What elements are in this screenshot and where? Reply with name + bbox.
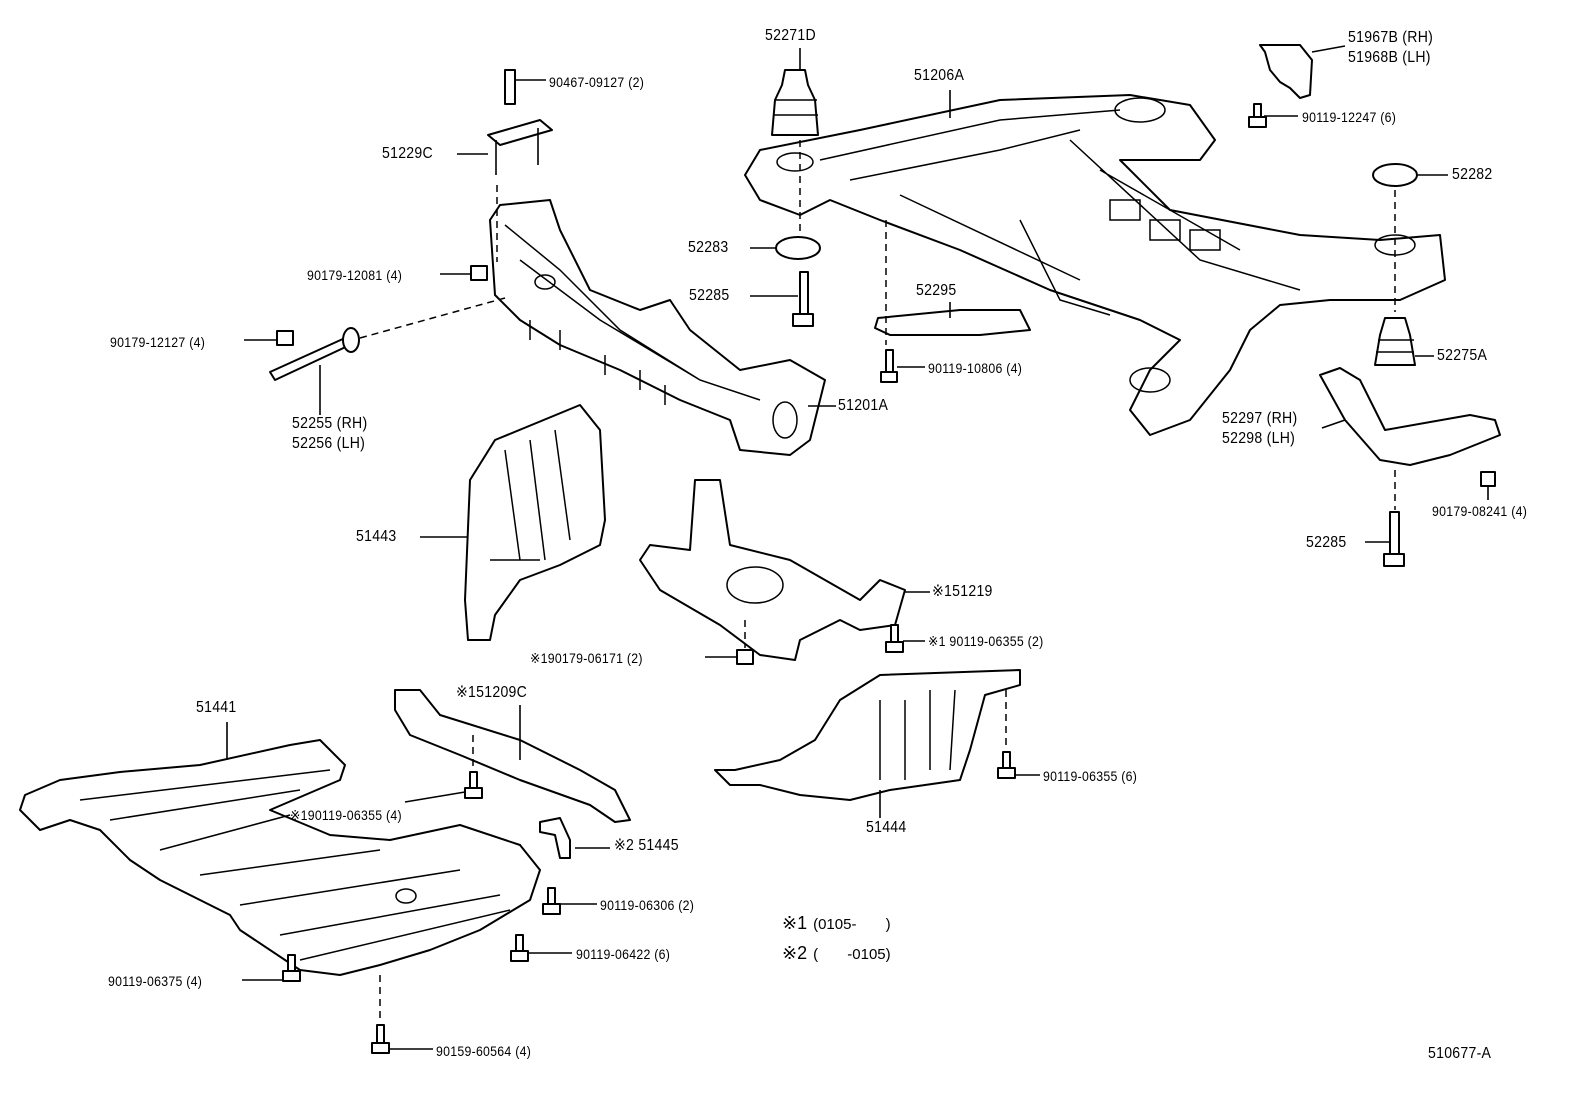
note-mark: ※1: [782, 913, 808, 933]
label-90467-09127: 90467-09127 (2): [549, 74, 645, 90]
diagram-code: 510677-A: [1428, 1045, 1492, 1062]
label-90119-06355-4: ※190119-06355 (4): [290, 807, 402, 823]
label-52295: 52295: [916, 282, 957, 299]
label-51445: ※2 51445: [614, 837, 679, 854]
label-51444: 51444: [866, 819, 907, 836]
label-52255: 52255 (RH): [292, 415, 368, 432]
crossmember-51206a: [744, 94, 1446, 436]
leader-lines: [226, 45, 1489, 1050]
label-52271d: 52271D: [765, 27, 816, 44]
label-90119-12247: 90119-12247 (6): [1302, 109, 1397, 125]
bracket-51229c: [487, 119, 553, 146]
label-52275a: 52275A: [1437, 347, 1488, 364]
note-range: ( -0105): [813, 946, 891, 963]
brace-52295: [874, 309, 1031, 336]
bar-51209c: [394, 689, 631, 823]
bushing-52271d: [771, 69, 819, 136]
stopper-52282: [1372, 163, 1418, 187]
label-90119-10806: 90119-10806 (4): [928, 360, 1023, 376]
label-51443: 51443: [356, 528, 397, 545]
note-1: ※1 (0105- ): [782, 912, 891, 934]
shield-51444-ribs: [879, 689, 956, 780]
label-51206a: 51206A: [914, 67, 965, 84]
shield-51443-ribs: [490, 429, 571, 561]
cover-51441-hole: [395, 888, 417, 904]
label-90119-06422: 90119-06422 (6): [576, 946, 671, 962]
label-51441: 51441: [196, 699, 237, 716]
label-90159-60564: 90159-60564 (4): [436, 1043, 532, 1059]
cover-51441-ribs: [79, 769, 511, 961]
label-90179-08241: 90179-08241 (4): [1432, 503, 1528, 519]
label-90179-12081: 90179-12081 (4): [307, 267, 403, 283]
brace-51219: [639, 479, 906, 661]
label-90119-06355-6: 90119-06355 (6): [1043, 768, 1138, 784]
label-52298: 52298 (LH): [1222, 430, 1296, 447]
bolts: [269, 69, 1496, 1054]
shield-51443: [464, 404, 606, 641]
brace-51219-hole: [726, 566, 784, 604]
bracket-51967b: [1259, 44, 1313, 99]
shield-51444: [714, 669, 1021, 801]
label-51229c: 51229C: [382, 145, 433, 162]
label-51219: ※151219: [932, 583, 993, 600]
arm-52297: [1319, 367, 1501, 466]
label-52285-rear: 52285: [1306, 534, 1347, 551]
label-51967b: 51967B (RH): [1348, 29, 1434, 46]
stopper-52283: [775, 236, 821, 260]
label-52285-front: 52285: [689, 287, 730, 304]
label-51201a: 51201A: [838, 397, 889, 414]
label-90179-12127: 90179-12127 (4): [110, 334, 206, 350]
note-mark: ※2: [782, 943, 808, 963]
bracket-51445: [539, 817, 571, 859]
label-90119-06355-2: ※1 90119-06355 (2): [928, 633, 1044, 649]
label-90119-06306: 90119-06306 (2): [600, 897, 695, 913]
label-51968b: 51968B (LH): [1348, 49, 1431, 66]
label-90119-06375: 90119-06375 (4): [108, 973, 203, 989]
dashed-guides: [359, 140, 1396, 1023]
note-2: ※2 ( -0105): [782, 942, 891, 964]
label-90179-06171: ※190179-06171 (2): [530, 650, 643, 666]
note-range: (0105- ): [813, 916, 891, 933]
crossmember-51201a: [489, 199, 826, 456]
label-52283: 52283: [688, 239, 729, 256]
label-52256: 52256 (LH): [292, 435, 366, 452]
cover-51441: [19, 739, 541, 976]
label-52297: 52297 (RH): [1222, 410, 1298, 427]
label-51209c: ※151209C: [456, 684, 528, 701]
label-52282: 52282: [1452, 166, 1493, 183]
bushing-52275a: [1374, 317, 1416, 366]
